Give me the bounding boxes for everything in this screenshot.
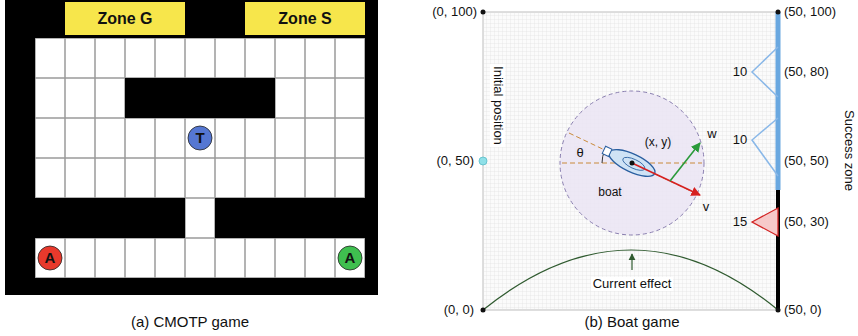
coordinate-label: (0, 0): [444, 303, 474, 318]
coordinate-label: (50, 30): [784, 215, 829, 230]
range-bracket: [752, 118, 778, 176]
axis-note: Initial position: [490, 64, 505, 147]
subfigure-caption: (b) Boat game: [584, 313, 679, 330]
goal-zone: Zone S: [245, 2, 365, 35]
current-arc: [483, 250, 778, 310]
node-text: A: [345, 250, 356, 267]
coordinate-label: (0, 100): [432, 5, 477, 20]
start-dot: [479, 157, 487, 165]
danger-triangle: [752, 208, 778, 236]
success-bar: [776, 12, 781, 190]
river-grid: [483, 12, 778, 310]
range-bracket: [752, 47, 778, 97]
river-area: [483, 12, 778, 310]
position-label: (x, y): [643, 136, 674, 150]
velocity-symbol: v: [703, 200, 710, 215]
range-width: 10: [733, 65, 747, 80]
agent-token: A: [337, 245, 363, 271]
angular-velocity-symbol: w: [707, 127, 716, 142]
grid-gap-cell: [185, 198, 215, 238]
coordinate-label: (50, 100): [784, 5, 836, 20]
boat-motor: [602, 146, 612, 156]
token-circle: [38, 246, 62, 270]
corner-dot: [776, 10, 781, 15]
node-text: Zone G: [97, 10, 152, 28]
corner-dot: [481, 308, 486, 313]
token-circle: [188, 126, 212, 150]
node-text: Zone S: [278, 10, 331, 28]
coordinate-label: (50, 0): [784, 303, 822, 318]
angular-arrow: [670, 143, 700, 181]
goal-zone: Zone G: [65, 2, 185, 35]
coordinate-label: (0, 50): [436, 154, 474, 169]
boat-range-circle: [560, 91, 704, 235]
coordinate-label: (50, 50): [784, 154, 829, 169]
boat-label: boat: [596, 186, 623, 200]
axis-note: Success zone: [841, 110, 856, 191]
wall-background: [5, 0, 378, 295]
grid-area: [35, 238, 365, 278]
angle-symbol: θ: [574, 146, 585, 161]
token-circle: [338, 246, 362, 270]
agent-token: A: [37, 245, 63, 271]
range-width: 15: [733, 215, 747, 230]
boat-hull: [606, 144, 659, 181]
current-label: Current effect: [591, 277, 674, 292]
node-text: T: [195, 130, 204, 147]
corner-dot: [481, 10, 486, 15]
grid-area: [35, 38, 365, 198]
subfigure-caption: (a) CMOTP game: [131, 313, 249, 330]
boat-position-dot: [630, 161, 635, 166]
wall-bar: [125, 78, 275, 118]
velocity-arrow: [632, 163, 700, 195]
node-text: A: [45, 250, 56, 267]
current-arrow: [631, 254, 632, 270]
corner-dot: [776, 308, 781, 313]
range-width: 10: [733, 133, 747, 148]
target-token: T: [187, 125, 213, 151]
boat-deck: [621, 155, 647, 173]
coordinate-label: (50, 80): [784, 65, 829, 80]
